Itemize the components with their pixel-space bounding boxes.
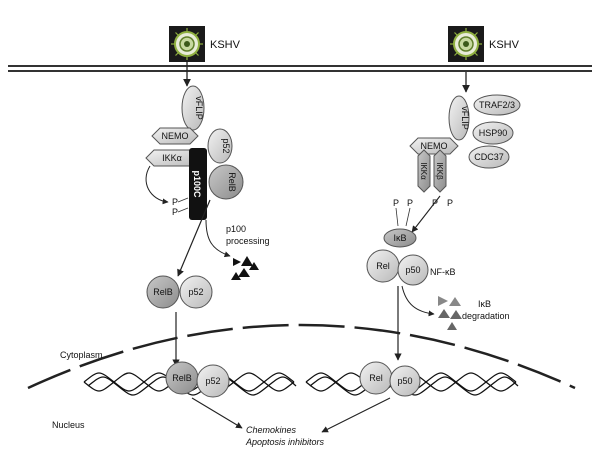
svg-text:NEMO: NEMO — [162, 131, 189, 141]
svg-text:p52: p52 — [205, 376, 220, 386]
svg-text:RelB: RelB — [227, 172, 237, 192]
plasma-membrane — [8, 65, 592, 72]
vflip-left: vFLIP — [181, 85, 205, 131]
phosphorylation-arrow-left — [145, 165, 169, 205]
kshv-label-right: KSHV — [489, 39, 520, 51]
kshv-virion-icon-left — [168, 25, 206, 63]
svg-text:RelB: RelB — [153, 287, 173, 297]
p100-processing-arrow — [205, 219, 231, 258]
kshv-label-left: KSHV — [210, 39, 241, 51]
nemo-right: NEMO — [409, 137, 459, 155]
ikk-beta-right: IKKβ — [433, 149, 447, 193]
p52-subunit-left: p52 — [207, 128, 233, 164]
relb-cytoplasm: RelB — [146, 275, 180, 309]
phospho-p1-right: P — [393, 198, 399, 208]
nemo-left: NEMO — [151, 127, 199, 145]
phospho-p4-right: P — [447, 198, 453, 208]
svg-text:p52: p52 — [221, 138, 231, 153]
hsp90: HSP90 — [472, 121, 514, 145]
p52-cytoplasm: p52 — [179, 275, 213, 309]
kshv-virion-icon-right — [447, 25, 485, 63]
svg-text:IKKα: IKKα — [419, 162, 428, 180]
target-genes-line2: Apoptosis inhibitors — [245, 437, 325, 447]
arrow-relb-to-targets — [191, 397, 243, 429]
p100-fragments-icon — [231, 256, 259, 280]
svg-text:TRAF2/3: TRAF2/3 — [479, 100, 515, 110]
relb-nucleus: RelB — [165, 361, 199, 395]
svg-text:IκB: IκB — [393, 233, 406, 243]
svg-text:vFLIP: vFLIP — [194, 96, 204, 120]
svg-text:p52: p52 — [188, 287, 203, 297]
svg-text:Rel: Rel — [376, 261, 390, 271]
svg-text:Rel: Rel — [369, 373, 383, 383]
nucleus-label: Nucleus — [52, 420, 85, 430]
phospho-p1-left: P — [172, 197, 178, 207]
ikb-fragments-icon — [438, 296, 462, 330]
svg-text:NEMO: NEMO — [421, 141, 448, 151]
svg-text:p50: p50 — [397, 376, 412, 386]
nfkb-label: NF-κB — [430, 267, 456, 277]
p100c-bar: p100C — [189, 148, 207, 220]
ikb-degradation-label-line2: degradation — [462, 311, 510, 321]
ikk-alpha-right: IKKα — [417, 149, 431, 193]
arrow-rel-to-targets — [321, 397, 391, 433]
nuclear-envelope — [27, 323, 576, 390]
ikb: IκB — [383, 228, 417, 248]
svg-text:IKKβ: IKKβ — [435, 162, 444, 180]
svg-text:RelB: RelB — [172, 373, 192, 383]
cdc37: CDC37 — [468, 145, 510, 169]
relb-bound-left: RelB — [208, 164, 244, 200]
svg-text:vFLIP: vFLIP — [460, 106, 470, 130]
target-genes-line1: Chemokines — [246, 425, 297, 435]
p100-processing-label-line2: processing — [226, 236, 270, 246]
vflip-right: vFLIP — [448, 95, 470, 141]
p50-nucleus: p50 — [389, 365, 421, 397]
p100-processing-label-line1: p100 — [226, 224, 246, 234]
phospho-p2-right: P — [407, 198, 413, 208]
p52-nucleus: p52 — [196, 364, 230, 398]
arrow-to-relb-p52 — [177, 199, 211, 277]
traf23: TRAF2/3 — [473, 94, 521, 116]
svg-text:p100C: p100C — [192, 170, 202, 198]
phospho-p2-left: P — [172, 207, 178, 217]
svg-text:IKKα: IKKα — [162, 153, 182, 163]
ikb-degradation-arrow — [401, 285, 435, 317]
ikb-degradation-label-line1: IκB — [478, 299, 491, 309]
rel-nucleus: Rel — [359, 361, 393, 395]
svg-text:CDC37: CDC37 — [474, 152, 504, 162]
p50-cytoplasm: p50 — [397, 254, 429, 286]
rel-cytoplasm: Rel — [366, 249, 400, 283]
arrow-ikk-to-ikb — [411, 195, 441, 233]
svg-text:HSP90: HSP90 — [479, 128, 508, 138]
svg-text:p50: p50 — [405, 265, 420, 275]
cytoplasm-label: Cytoplasm — [60, 350, 103, 360]
